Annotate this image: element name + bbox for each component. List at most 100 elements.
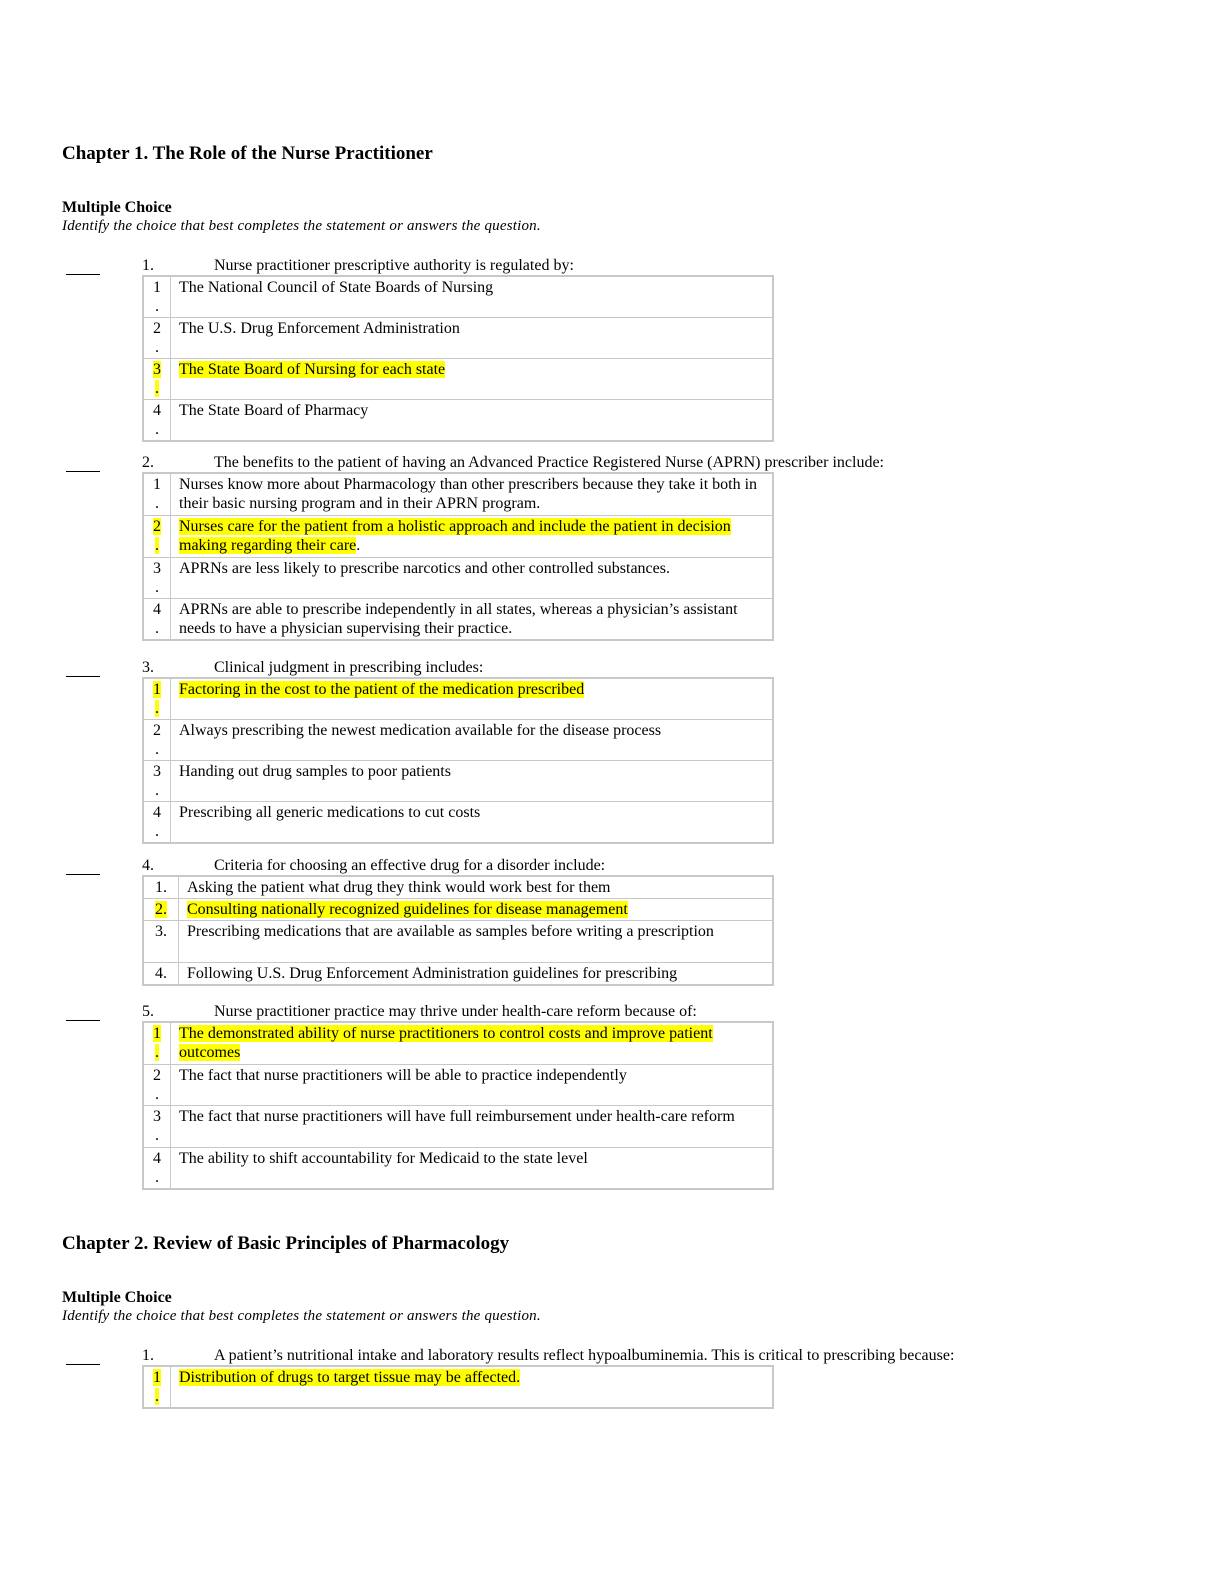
section-header: Multiple Choice Identify the choice that… <box>62 1288 541 1326</box>
option-row[interactable]: 2. The fact that nurse practitioners wil… <box>142 1063 774 1106</box>
option-row-highlighted[interactable]: 1. The demonstrated ability of nurse pra… <box>142 1021 774 1065</box>
option-number: 1 <box>153 681 161 698</box>
option-row[interactable]: 3. APRNs are less likely to prescribe na… <box>142 556 774 599</box>
option-text: Distribution of drugs to target tissue m… <box>179 1369 521 1386</box>
option-number: 2 <box>153 517 161 535</box>
option-row-highlighted[interactable]: 2. Nurses care for the patient from a ho… <box>142 514 774 558</box>
option-text: APRNs are able to prescribe independentl… <box>170 597 774 641</box>
option-number-dot: . <box>155 339 159 356</box>
answer-blank[interactable] <box>66 471 100 472</box>
option-text: The demonstrated ability of nurse practi… <box>179 1025 713 1061</box>
option-row-highlighted[interactable]: 1. Factoring in the cost to the patient … <box>142 677 774 720</box>
option-number: 4 <box>153 804 161 821</box>
question-number: 2. <box>142 454 154 471</box>
section-header: Multiple Choice Identify the choice that… <box>62 198 541 236</box>
option-number-dot: . <box>155 495 159 512</box>
option-number: 1. <box>142 875 179 899</box>
options-table: 1. Factoring in the cost to the patient … <box>142 677 774 844</box>
option-row[interactable]: 3. Handing out drug samples to poor pati… <box>142 760 774 802</box>
option-number-cell: 2. <box>142 317 171 359</box>
option-row[interactable]: 3. Prescribing medications that are avai… <box>142 920 774 963</box>
option-text: APRNs are less likely to prescribe narco… <box>170 556 774 599</box>
question-number: 3. <box>142 659 154 676</box>
option-text-cell: Nurses care for the patient from a holis… <box>170 514 774 558</box>
option-row[interactable]: 4. The ability to shift accountability f… <box>142 1146 774 1189</box>
answer-blank[interactable] <box>66 874 100 875</box>
question-number: 4. <box>142 857 154 874</box>
option-text: The fact that nurse practitioners will b… <box>170 1063 774 1106</box>
section-instructions: Identify the choice that best completes … <box>62 218 541 234</box>
option-number-cell: 3. <box>142 556 171 599</box>
option-number-cell: 1. <box>142 1365 171 1409</box>
option-text-suffix: . <box>356 536 361 554</box>
options-table: 1. The National Council of State Boards … <box>142 275 774 442</box>
option-number: 1 <box>153 1369 161 1386</box>
option-number-cell: 2. <box>142 514 171 558</box>
option-row[interactable]: 2. The U.S. Drug Enforcement Administrat… <box>142 317 774 359</box>
option-row[interactable]: 4. APRNs are able to prescribe independe… <box>142 597 774 641</box>
option-number-dot: . <box>155 823 159 840</box>
option-row[interactable]: 1. Nurses know more about Pharmacology t… <box>142 472 774 516</box>
option-number: 4 <box>153 402 161 419</box>
option-number: 3 <box>153 1107 161 1125</box>
option-text: Prescribing medications that are availab… <box>178 920 774 963</box>
option-number-cell: 2. <box>142 1063 171 1106</box>
option-row[interactable]: 4. Following U.S. Drug Enforcement Admin… <box>142 962 774 986</box>
option-number-dot: . <box>155 1388 159 1405</box>
option-text-cell: The State Board of Nursing for each stat… <box>170 358 774 400</box>
option-row[interactable]: 2. Always prescribing the newest medicat… <box>142 719 774 761</box>
answer-blank[interactable] <box>66 1364 100 1365</box>
question-number: 1. <box>142 1347 154 1364</box>
option-text: Prescribing all generic medications to c… <box>170 801 774 844</box>
option-text: Nurses care for the patient from a holis… <box>179 517 731 554</box>
answer-blank[interactable] <box>66 274 100 275</box>
option-text: The fact that nurse practitioners will h… <box>170 1104 774 1148</box>
option-row-highlighted[interactable]: 1. Distribution of drugs to target tissu… <box>142 1365 774 1409</box>
option-number: 1 <box>153 1025 161 1042</box>
option-row[interactable]: 3. The fact that nurse practitioners wil… <box>142 1104 774 1148</box>
option-row[interactable]: 4. The State Board of Pharmacy <box>142 399 774 442</box>
section-title: Multiple Choice <box>62 199 172 216</box>
option-number-dot: . <box>155 1126 159 1144</box>
option-row-highlighted[interactable]: 2. Consulting nationally recognized guid… <box>142 898 774 921</box>
option-number-cell: 1. <box>142 1021 171 1065</box>
option-number: 3 <box>153 559 161 577</box>
option-number-cell: 3. <box>142 358 171 400</box>
option-number-dot: . <box>155 1044 159 1061</box>
option-number-dot: . <box>155 1168 159 1186</box>
question-number: 5. <box>142 1003 154 1020</box>
chapter-title: Chapter 1. The Role of the Nurse Practit… <box>62 143 433 164</box>
option-number: 4 <box>153 600 161 618</box>
option-number-dot: . <box>155 421 159 438</box>
option-number: 3 <box>153 763 161 780</box>
option-text: Consulting nationally recognized guideli… <box>187 901 628 918</box>
option-row-highlighted[interactable]: 3. The State Board of Nursing for each s… <box>142 358 774 400</box>
answer-blank[interactable] <box>66 676 100 677</box>
option-number: 1 <box>153 476 161 493</box>
option-number: 2 <box>153 1066 161 1084</box>
option-number-cell: 1. <box>142 677 171 720</box>
option-text: Following U.S. Drug Enforcement Administ… <box>178 962 774 986</box>
question-stem: The benefits to the patient of having an… <box>214 454 884 471</box>
option-number-dot: . <box>155 380 159 397</box>
option-row[interactable]: 4. Prescribing all generic medications t… <box>142 801 774 844</box>
option-number-dot: . <box>155 1085 159 1103</box>
option-number-cell: 4. <box>142 801 171 844</box>
option-text: Handing out drug samples to poor patient… <box>170 760 774 802</box>
option-row[interactable]: 1. The National Council of State Boards … <box>142 275 774 318</box>
option-row[interactable]: 1. Asking the patient what drug they thi… <box>142 875 774 899</box>
option-number-dot: . <box>155 782 159 799</box>
option-number-cell: 2. <box>142 898 179 921</box>
section-instructions: Identify the choice that best completes … <box>62 1308 541 1324</box>
option-text: The U.S. Drug Enforcement Administration <box>170 317 774 359</box>
option-text: Always prescribing the newest medication… <box>170 719 774 761</box>
option-text: The National Council of State Boards of … <box>170 275 774 318</box>
option-number-cell: 3. <box>142 760 171 802</box>
option-number: 2 <box>153 722 161 739</box>
options-table: 1. Asking the patient what drug they thi… <box>142 875 774 986</box>
option-number-cell: 2. <box>142 719 171 761</box>
answer-blank[interactable] <box>66 1020 100 1021</box>
option-number: 4. <box>142 962 179 986</box>
option-number-dot: . <box>155 619 159 637</box>
